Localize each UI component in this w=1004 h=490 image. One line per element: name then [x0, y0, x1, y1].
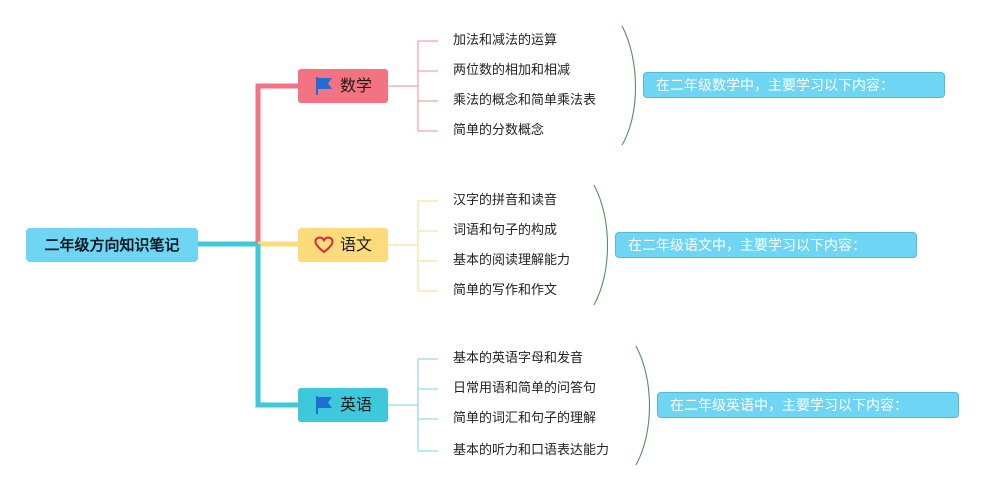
leaf-chinese-2[interactable]: 词语和句子的构成 [453, 223, 558, 238]
flag-icon [314, 76, 334, 96]
branch-math[interactable]: 数学 [298, 69, 388, 103]
leaf-math-2[interactable]: 两位数的相加和相减 [453, 63, 571, 78]
leaf-english-3[interactable]: 简单的词汇和句子的理解 [453, 411, 597, 426]
branch-label: 数学 [339, 76, 372, 95]
summary-chinese[interactable]: 在二年级语文中，主要学习以下内容： [615, 232, 917, 258]
leaf-chinese-1[interactable]: 汉字的拼音和读音 [453, 193, 558, 208]
math-summary-brace [621, 25, 637, 146]
english-summary-brace [635, 345, 651, 466]
leaf-english-1[interactable]: 基本的英语字母和发音 [453, 351, 584, 366]
chinese-summary-brace [593, 184, 609, 306]
leaf-english-4[interactable]: 基本的听力和口语表达能力 [453, 443, 610, 458]
heart-icon [314, 235, 334, 255]
leaf-chinese-4[interactable]: 简单的写作和作文 [453, 283, 558, 298]
leaf-math-4[interactable]: 简单的分数概念 [453, 123, 545, 138]
leaf-math-1[interactable]: 加法和减法的运算 [453, 33, 558, 48]
leaf-math-3[interactable]: 乘法的概念和简单乘法表 [453, 93, 597, 108]
flag-icon [314, 395, 334, 415]
branch-label: 英语 [339, 395, 372, 414]
english-connector [255, 244, 298, 408]
root-node[interactable]: 二年级方向知识笔记 [26, 228, 198, 262]
summary-english[interactable]: 在二年级英语中，主要学习以下内容： [657, 392, 959, 418]
chinese-leaf-connectors [388, 200, 438, 292]
branch-label: 语文 [339, 235, 372, 254]
leaf-chinese-3[interactable]: 基本的阅读理解能力 [453, 253, 571, 268]
math-connector [255, 83, 298, 244]
english-leaf-connectors [388, 358, 438, 452]
math-leaf-connectors [388, 40, 438, 132]
leaf-english-2[interactable]: 日常用语和简单的问答句 [453, 381, 597, 396]
branch-chinese[interactable]: 语文 [298, 228, 388, 262]
summary-math[interactable]: 在二年级数学中，主要学习以下内容： [643, 72, 945, 98]
branch-english[interactable]: 英语 [298, 388, 388, 422]
